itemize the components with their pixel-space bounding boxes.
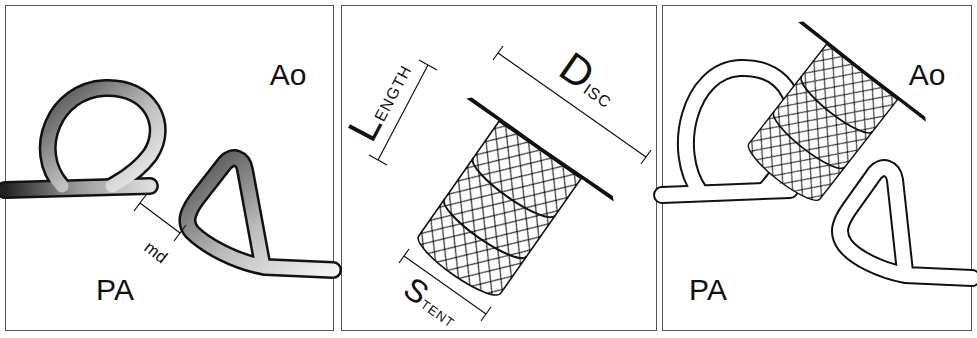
- vessel-label: Ao: [270, 60, 307, 90]
- dimension-line: [134, 195, 186, 241]
- dimension-label: LENGTH: [341, 52, 418, 147]
- vessel-label: PA: [689, 275, 727, 305]
- vessel-wall: [187, 158, 333, 270]
- vessel-label: Ao: [909, 60, 946, 90]
- dimension-label: DISC: [553, 45, 627, 114]
- stent-device: [714, 19, 928, 229]
- panel-frame: [663, 6, 972, 331]
- vessel-label: PA: [96, 275, 134, 305]
- vessel-wall: [840, 168, 972, 278]
- vessel-wall: [5, 88, 158, 190]
- panel-frame: [6, 6, 334, 331]
- panel-frame: [342, 6, 657, 331]
- dimension-label: md: [141, 238, 170, 266]
- dimension-line: [493, 46, 651, 164]
- dimension-label: STENT: [398, 272, 466, 333]
